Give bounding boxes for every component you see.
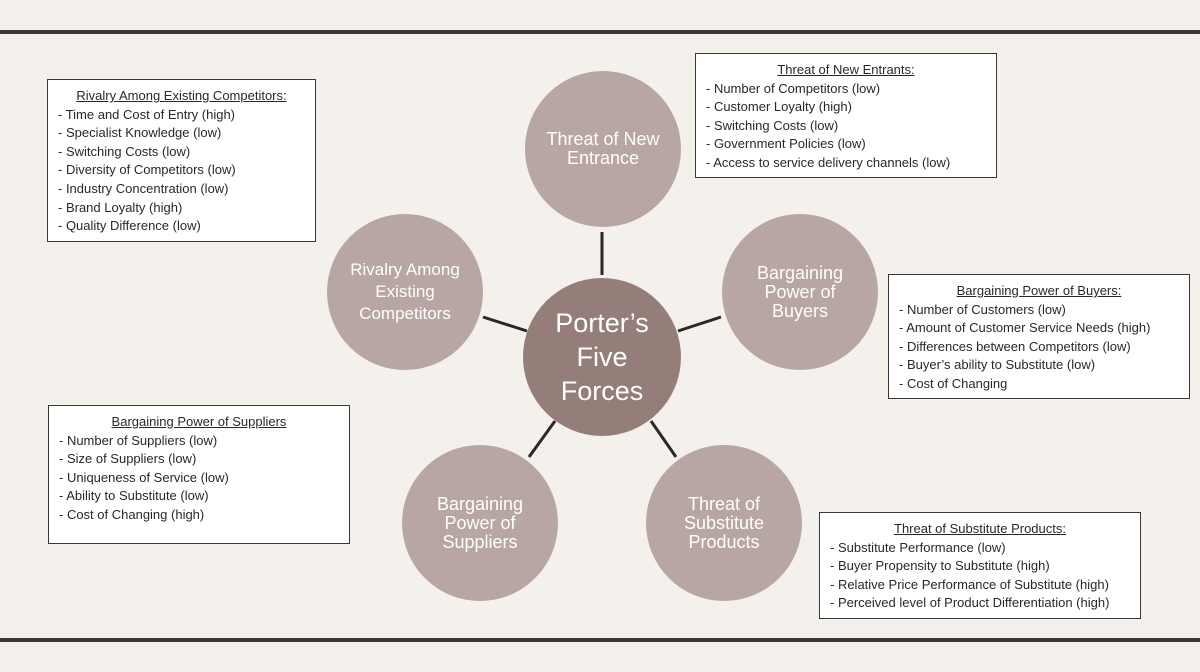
list-item: - Customer Loyalty (high) [706,99,852,115]
rivalry-box-title: Rivalry Among Existing Competitors: [76,88,287,103]
list-item: - Diversity of Competitors (low) [58,162,236,178]
substitutes-box: Threat of Substitute Products: - Substit… [819,512,1141,619]
suppliers-box-title: Bargaining Power of Suppliers [111,414,287,429]
list-item: - Perceived level of Product Differentia… [830,595,1110,611]
list-item: - Amount of Customer Service Needs (high… [899,320,1151,336]
force-rivalry: Rivalry Among Existing Competitors [327,214,483,370]
substitutes-list: - Substitute Performance (low) - Buyer P… [830,539,1130,613]
top-rule [0,30,1200,34]
buyers-box-title: Bargaining Power of Buyers: [956,283,1122,298]
list-item: - Cost of Changing [899,375,1008,391]
list-item: - Government Policies (low) [706,136,866,152]
list-item: - Industry Concentration (low) [58,180,229,196]
connector-buyers [677,315,722,333]
suppliers-list: - Number of Suppliers (low) - Size of Su… [59,432,339,525]
rivalry-list: - Time and Cost of Entry (high) - Specia… [58,106,305,236]
list-item: - Time and Cost of Entry (high) [58,106,236,122]
list-item: - Ability to Substitute (low) [59,488,209,504]
force-suppliers: Bargaining Power of Suppliers [402,445,558,601]
list-item: - Cost of Changing (high) [59,506,205,522]
new-entrants-list: - Number of Competitors (low) - Customer… [706,80,986,173]
buyers-box: Bargaining Power of Buyers: - Number of … [888,274,1190,399]
list-item: - Buyer Propensity to Substitute (high) [830,558,1050,574]
substitutes-box-title: Threat of Substitute Products: [894,521,1066,536]
bottom-rule [0,638,1200,642]
connector-suppliers [527,420,557,458]
force-substitute: Threat of Substitute Products [646,445,802,601]
list-item: - Number of Customers (low) [899,301,1066,317]
list-item: - Substitute Performance (low) [830,539,1006,555]
force-new-entrance: Threat of New Entrance [525,71,681,227]
list-item: - Number of Competitors (low) [706,80,881,96]
force-buyers: Bargaining Power of Buyers [722,214,878,370]
suppliers-box: Bargaining Power of Suppliers - Number o… [48,405,350,544]
list-item: - Specialist Knowledge (low) [58,125,222,141]
list-item: - Switching Costs (low) [706,117,839,133]
list-item: - Uniqueness of Service (low) [59,469,229,485]
center-circle: Porter’s Five Forces [523,278,681,436]
list-item: - Access to service delivery channels (l… [706,154,951,170]
rivalry-box: Rivalry Among Existing Competitors: - Ti… [47,79,316,242]
new-entrants-box-title: Threat of New Entrants: [777,62,915,77]
list-item: - Buyer’s ability to Substitute (low) [899,357,1096,373]
list-item: - Quality Difference (low) [58,218,201,234]
list-item: - Number of Suppliers (low) [59,432,218,448]
list-item: - Size of Suppliers (low) [59,451,197,467]
connector-rivalry [482,315,528,333]
connector-substitute [649,420,678,458]
list-item: - Brand Loyalty (high) [58,199,183,215]
buyers-list: - Number of Customers (low) - Amount of … [899,301,1179,394]
list-item: - Switching Costs (low) [58,143,191,159]
list-item: - Relative Price Performance of Substitu… [830,576,1109,592]
new-entrants-box: Threat of New Entrants: - Number of Comp… [695,53,997,178]
list-item: - Differences between Competitors (low) [899,338,1131,354]
